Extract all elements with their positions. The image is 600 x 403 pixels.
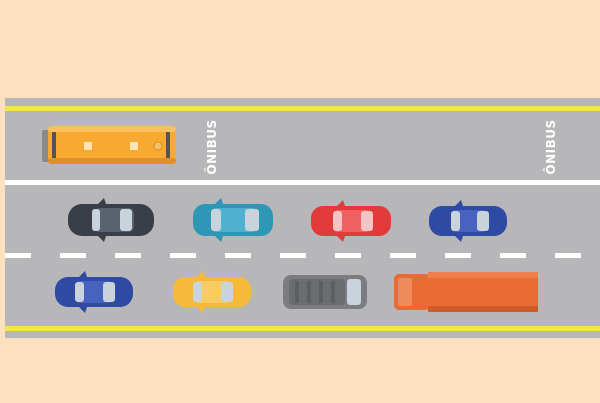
bus-lane-label-left: ÔNIBUS — [205, 119, 219, 175]
car-red — [311, 200, 391, 242]
car-blue-lower — [55, 271, 133, 313]
car-dark-gray — [68, 198, 154, 242]
dashed-center-line — [5, 253, 581, 258]
yellow-edge-line-top — [5, 106, 600, 111]
bus — [42, 126, 176, 164]
yellow-edge-line-bottom — [5, 326, 600, 331]
car-teal — [193, 198, 273, 242]
van-gray — [283, 275, 367, 309]
truck-orange — [394, 272, 538, 312]
car-blue-upper — [429, 200, 507, 242]
bus-lane-separator — [5, 180, 600, 185]
bus-lane-label-right: ÔNIBUS — [544, 119, 558, 175]
car-yellow — [173, 271, 251, 313]
